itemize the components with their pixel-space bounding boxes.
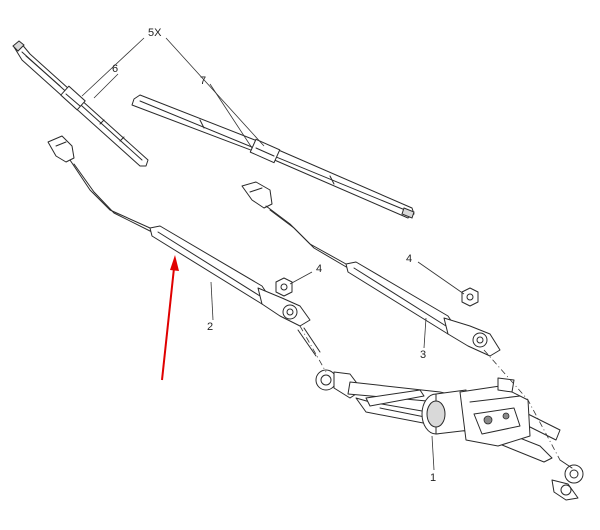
callout-6: 6: [112, 63, 118, 75]
callout-2: 2: [207, 321, 213, 333]
nut-4-left: [275, 277, 293, 297]
wiper-blade-6: [12, 40, 149, 167]
callout-4-right: 4: [406, 253, 412, 265]
callout-3: 3: [420, 349, 426, 361]
callout-1: 1: [430, 472, 436, 484]
red-pointer-arrow: [161, 255, 179, 381]
wiper-motor-linkage-1: [315, 369, 584, 501]
wiper-arm-3: [241, 181, 501, 357]
callout-7: 7: [200, 75, 206, 87]
wiper-blade-7: [131, 94, 415, 219]
alignment-lines: [299, 325, 561, 461]
leader-lines: [81, 37, 465, 471]
wiper-arm-2: [47, 135, 321, 357]
callout-4-left: 4: [316, 263, 322, 275]
quantity-callout: 5X: [148, 27, 162, 39]
nut-4-right: [461, 287, 479, 307]
